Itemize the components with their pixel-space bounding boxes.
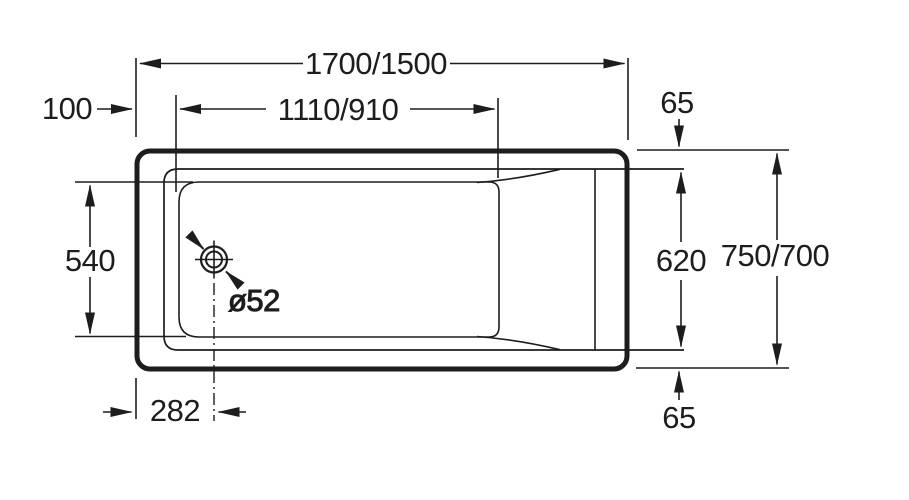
dim-overall-length-label: 1700/1500 bbox=[305, 46, 447, 81]
drain-group: ø52 bbox=[185, 230, 281, 421]
dim-rim-offset-bottom-label: 65 bbox=[662, 400, 695, 435]
dim-end-offset-label: 100 bbox=[42, 91, 92, 126]
drain-leader-arrow-upper bbox=[185, 230, 205, 250]
drain-leader-arrow-lower bbox=[225, 270, 245, 290]
dim-drain-offset: 282 bbox=[103, 378, 246, 428]
tub-rim-line bbox=[163, 168, 684, 351]
dim-end-offset: 100 bbox=[42, 91, 133, 126]
dim-drain-offset-label: 282 bbox=[150, 393, 200, 428]
dimensions-group: 1700/1500 1110/910 100 65 540 bbox=[42, 46, 830, 435]
drain-diameter-label: ø52 bbox=[228, 283, 280, 318]
tub-floor-outline bbox=[178, 181, 500, 338]
dim-rim-offset-bottom: 65 bbox=[662, 370, 696, 435]
tub-outline-group bbox=[134, 148, 684, 372]
dim-rim-width: 620 bbox=[656, 171, 707, 348]
tub-outer-edge bbox=[134, 148, 630, 372]
backrest-slope-bottom-line bbox=[476, 335, 561, 351]
dim-overall-width-label: 750/700 bbox=[721, 238, 830, 273]
dim-rim-offset-top: 65 bbox=[660, 85, 694, 148]
dim-rim-width-label: 620 bbox=[656, 243, 706, 278]
dim-basin-width-label: 540 bbox=[65, 243, 115, 278]
dim-basin-length-label: 1110/910 bbox=[278, 92, 399, 127]
dim-overall-width: 750/700 bbox=[636, 149, 830, 369]
dim-overall-length: 1700/1500 bbox=[135, 46, 629, 140]
backrest-slope-top-line bbox=[476, 168, 561, 184]
dim-basin-length: 1110/910 bbox=[175, 92, 499, 192]
dim-basin-width: 540 bbox=[65, 181, 193, 338]
dim-rim-offset-top-label: 65 bbox=[660, 85, 693, 120]
